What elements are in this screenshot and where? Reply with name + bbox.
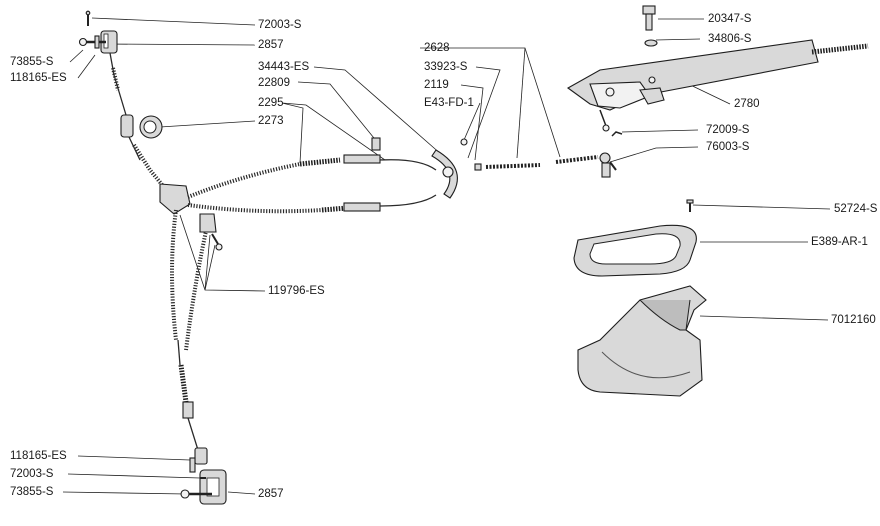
- label-20347-s: 20347-S: [708, 13, 752, 25]
- label-73855-s-bottom: 73855-S: [10, 486, 54, 498]
- label-76003-s: 76003-S: [706, 141, 750, 153]
- label-22809: 22809: [258, 77, 290, 89]
- label-7012160: 7012160: [831, 314, 876, 326]
- label-72009-s: 72009-S: [706, 124, 750, 136]
- top-clevis-assembly: [78, 10, 118, 54]
- grommet-2273: [139, 115, 163, 139]
- label-2780: 2780: [734, 98, 760, 110]
- label-73855-s-top: 73855-S: [10, 56, 54, 68]
- label-2857-top: 2857: [258, 39, 284, 51]
- label-2273: 2273: [258, 115, 284, 127]
- label-2628: 2628: [424, 42, 450, 54]
- label-e43-fd-1: E43-FD-1: [424, 97, 474, 109]
- label-119796-es: 119796-ES: [268, 285, 325, 297]
- screw-52724: [686, 199, 694, 212]
- lever-boot: [577, 285, 707, 397]
- pulley-bracket: [431, 138, 611, 199]
- label-2119: 2119: [424, 79, 449, 91]
- bottom-clevis-assembly: [180, 457, 227, 505]
- label-34806-s: 34806-S: [708, 33, 752, 45]
- label-118165-es-bottom: 118165-ES: [10, 450, 67, 462]
- boot-retainer: [573, 224, 697, 277]
- leader-lines: [62, 17, 831, 495]
- lever-bolts: [609, 5, 658, 171]
- label-72003-s-top: 72003-S: [258, 19, 302, 31]
- label-72003-s-bottom: 72003-S: [10, 468, 54, 480]
- label-33923-s: 33923-S: [424, 61, 468, 73]
- rear-cable: [177, 339, 208, 465]
- label-2857-bottom: 2857: [258, 488, 284, 500]
- front-cable: [109, 52, 141, 161]
- label-e389-ar-1: E389-AR-1: [811, 236, 868, 248]
- label-2295: 2295: [258, 97, 284, 109]
- label-118165-es-top: 118165-ES: [10, 72, 67, 84]
- equalizer-and-cables: [132, 137, 437, 351]
- handbrake-lever: [566, 39, 869, 132]
- label-34443-es: 34443-ES: [258, 61, 310, 73]
- label-52724-s: 52724-S: [834, 203, 878, 215]
